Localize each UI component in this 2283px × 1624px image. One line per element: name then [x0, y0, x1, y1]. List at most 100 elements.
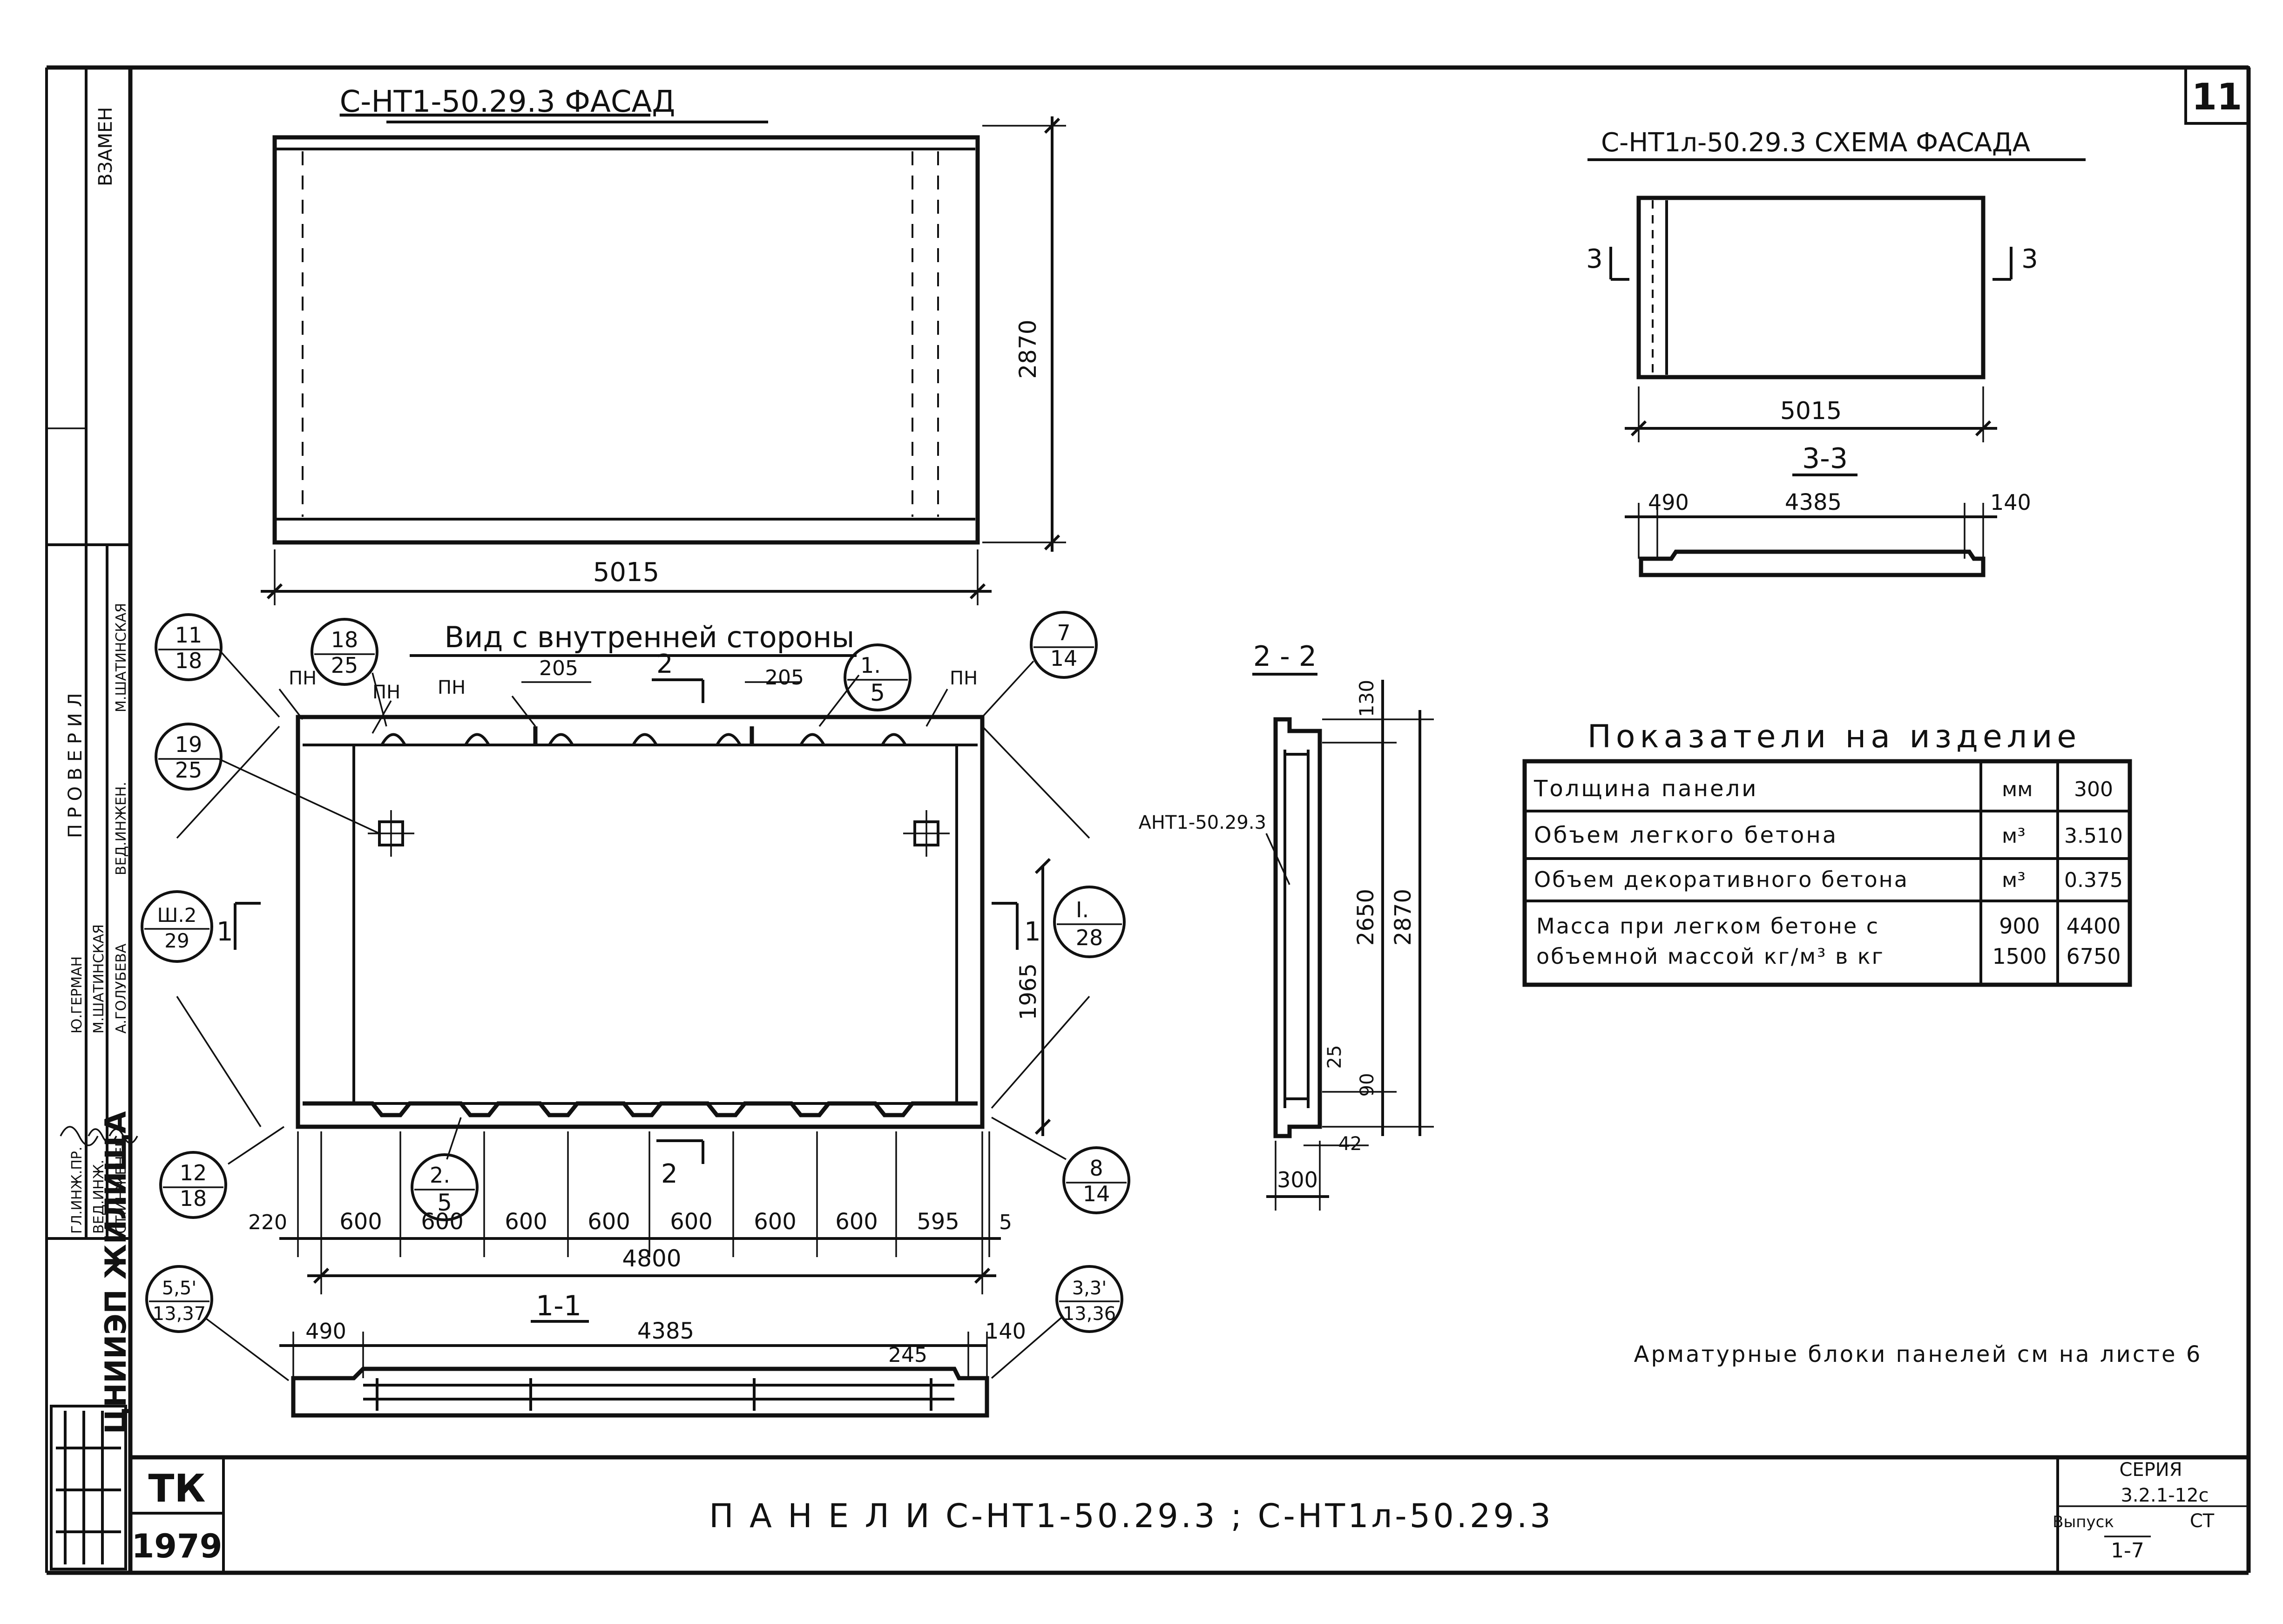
scheme-view: С-НТ1л-50.29.3 СХЕМА ФАСАДА 3 3 5015 3-3…	[1586, 128, 2086, 577]
dim-chain-3: 600	[505, 1209, 547, 1235]
title-block: ТК 1979 П А Н Е Л И С-НТ1-50.29.3 ; С-НТ…	[50, 1111, 2249, 1573]
row-decor-concrete-value: 0.375	[2064, 868, 2123, 892]
row-mass-value-1: 4400	[2066, 914, 2121, 939]
inner-view: Вид с внутренней стороны ПН	[141, 611, 1130, 1381]
row-light-concrete-name: Объем легкого бетона	[1534, 822, 1838, 848]
dim-chain-1: 600	[339, 1209, 382, 1235]
svg-text:13,36: 13,36	[1063, 1303, 1116, 1325]
pn-label-4: ПН	[950, 668, 978, 689]
series-number: 3.2.1-12с	[2121, 1485, 2209, 1506]
section22-dim-2870: 2870	[1390, 889, 1416, 946]
svg-text:Ш.2: Ш.2	[157, 904, 197, 927]
section22-title: 2 - 2	[1253, 640, 1317, 673]
svg-text:I.: I.	[1076, 897, 1089, 922]
svg-text:5,5': 5,5'	[162, 1278, 197, 1299]
scheme-cut-right: 3	[2021, 244, 2038, 274]
svg-text:8: 8	[1089, 1156, 1103, 1181]
scheme-width: 5015	[1780, 397, 1842, 425]
cut-2-top: 2	[656, 649, 673, 679]
svg-text:14: 14	[1083, 1181, 1110, 1206]
reinforcement-note: Арматурные блоки панелей см на листе 6	[1634, 1341, 2202, 1367]
section22-dim-90: 90	[1357, 1073, 1378, 1097]
section33-title: 3-3	[1802, 442, 1848, 475]
scheme-title: С-НТ1л-50.29.3 СХЕМА ФАСАДА	[1601, 128, 2030, 158]
checker-name: М.ШАТИНСКАЯ	[113, 603, 129, 712]
callout-55-1337: 5,5' 13,37	[145, 1265, 290, 1381]
section33-dim-c: 140	[1990, 490, 2031, 515]
name-3: А.ГОЛУБЕВА	[113, 943, 129, 1034]
row-mass-density-1: 900	[1999, 914, 2040, 939]
row-mass-name-2: объемной массой кг/м³ в кг	[1536, 944, 1884, 969]
name-2: М.ШАТИНСКАЯ	[91, 924, 107, 1034]
pn-label-3: ПН	[438, 677, 466, 698]
svg-text:5: 5	[870, 679, 885, 706]
role-3: СТ.ИНЖЕНЕР	[113, 1138, 129, 1234]
issue-suffix: СТ	[2190, 1510, 2215, 1532]
callout-18-25: 18 25	[311, 618, 378, 686]
svg-text:18: 18	[175, 648, 203, 673]
dim-chain-0: 220	[248, 1211, 287, 1234]
row-thickness-value: 300	[2074, 778, 2113, 801]
callout-2-5: 2. 5	[411, 1153, 479, 1221]
callout-3-29: Ш.2 29	[141, 890, 213, 963]
callout-11-18: 11 18	[155, 613, 223, 681]
section22-dim-2650: 2650	[1353, 889, 1379, 946]
checker-role: ВЕД.ИНЖЕН.	[113, 782, 129, 875]
row-mass-name-1: Масса при легком бетоне с	[1536, 914, 1879, 939]
callout-12-18: 12 18	[159, 1151, 227, 1219]
dim-chain-4: 600	[588, 1209, 630, 1235]
role-2: ВЕД.ИНЖ.	[91, 1160, 107, 1234]
cut-1-right: 1	[1024, 917, 1041, 947]
row-light-concrete-value: 3.510	[2064, 824, 2123, 848]
cut-1-left: 1	[216, 917, 233, 947]
dim-chain-9: 5	[999, 1211, 1012, 1234]
svg-text:18: 18	[331, 627, 358, 652]
section22-label: АНТ1-50.29.3	[1139, 812, 1266, 833]
sheet-title: П А Н Е Л И С-НТ1-50.29.3 ; С-НТ1л-50.29…	[709, 1497, 1554, 1535]
section-2-2: 2 - 2 АНТ1-50.29.3 130 2650 2870 25 90 4…	[1139, 640, 1434, 1211]
dim-chain-2: 600	[421, 1209, 464, 1235]
series-label: СЕРИЯ	[2119, 1459, 2182, 1481]
top-lifting-loops	[380, 726, 907, 746]
role-1: ГЛ.ИНЖ.ПР.	[69, 1147, 85, 1234]
section11-dim-245: 245	[888, 1343, 927, 1367]
cut-2-bottom: 2	[661, 1159, 678, 1189]
tk-label: ТК	[149, 1467, 206, 1511]
org-label: ЦНИИЭП ЖИЛИЩА	[99, 1111, 133, 1434]
dim-chain-5: 600	[670, 1209, 713, 1235]
facade-title: С-НТ1-50.29.3 ФАСАД	[340, 85, 675, 119]
pn-label-1: ПН	[289, 668, 317, 689]
issue-label: Выпуск	[2053, 1513, 2114, 1531]
svg-text:3,3': 3,3'	[1072, 1278, 1107, 1299]
name-1: Ю.ГЕРМАН	[69, 956, 85, 1034]
scheme-cut-left: 3	[1586, 244, 1603, 274]
row-mass-value-2: 6750	[2066, 944, 2121, 969]
svg-text:25: 25	[175, 758, 203, 783]
facade-width: 5015	[593, 557, 660, 588]
dim-205-b: 205	[765, 666, 804, 690]
callout-33-1336: 3,3' 13,36	[991, 1265, 1123, 1379]
svg-text:12: 12	[180, 1160, 207, 1185]
svg-text:2.: 2.	[430, 1163, 450, 1188]
sheet-frame: 11	[47, 65, 2251, 1575]
row-thickness-unit: мм	[2002, 778, 2033, 801]
table-title: Показатели на изделие	[1587, 718, 2081, 755]
section-1-1: 1-1 490 4385 140 245	[279, 1290, 1026, 1418]
dim-chain-7: 600	[835, 1209, 878, 1235]
year-label: 1979	[132, 1527, 223, 1565]
org-logo	[50, 1405, 127, 1570]
svg-text:14: 14	[1050, 646, 1078, 671]
callout-8-14: 8 14	[1062, 1146, 1130, 1214]
inner-view-title: Вид с внутренней стороны	[445, 620, 855, 654]
row-decor-concrete-unit: м³	[2002, 868, 2026, 892]
callout-leaders	[176, 649, 1090, 1165]
svg-text:19: 19	[175, 732, 203, 757]
svg-text:13,37: 13,37	[153, 1303, 206, 1325]
dim-chain-8: 595	[917, 1209, 959, 1235]
section11-title: 1-1	[536, 1290, 581, 1322]
svg-text:1.: 1.	[860, 653, 881, 678]
vzamen-label: ВЗАМЕН	[95, 107, 116, 186]
dim-chain-6: 600	[754, 1209, 797, 1235]
section33-dim-a: 490	[1648, 490, 1689, 515]
facade-view: С-НТ1-50.29.3 ФАСАД 5015 2870	[261, 85, 1066, 605]
